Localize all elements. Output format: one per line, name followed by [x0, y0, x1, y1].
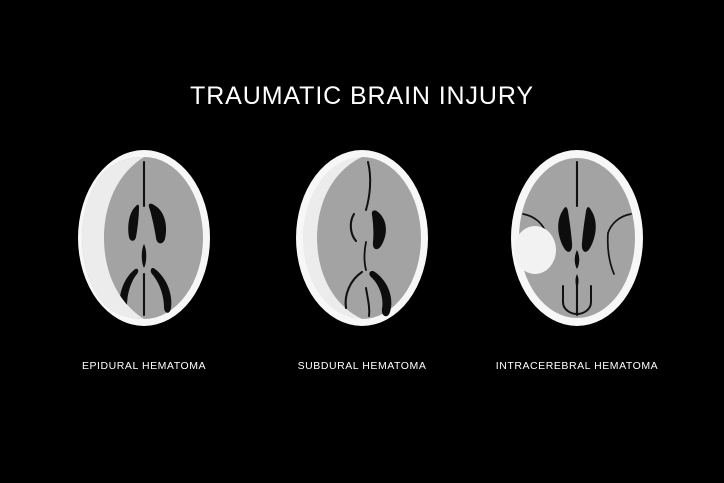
hematoma-epidural — [82, 157, 144, 319]
panel-subdural: SUBDURAL HEMATOMA — [262, 138, 462, 388]
ventricle-frontal-horn-left-compressed — [349, 212, 358, 243]
ventricle-frontal-horn-right — [581, 207, 596, 252]
ventricle-third — [141, 244, 147, 268]
ventricle-occipital-horn-left-compressed — [344, 270, 364, 310]
panel-label-epidural: EPIDURAL HEMATOMA — [81, 360, 207, 372]
brain-tissue — [519, 158, 635, 318]
panel-epidural: EPIDURAL HEMATOMA — [44, 138, 244, 388]
brain-scan-subdural — [296, 150, 428, 326]
panel-intracerebral: INTRACEREBRAL HEMATOMA — [477, 138, 677, 388]
ventricle-occipital-horn-right — [150, 267, 172, 313]
hematoma-subdural — [303, 157, 362, 319]
ventricle-occipital-horn-right — [369, 270, 392, 317]
hematoma-intracerebral — [514, 226, 556, 274]
panel-label-intracerebral: INTRACEREBRAL HEMATOMA — [495, 360, 659, 372]
ventricle-frontal-horn-right — [371, 210, 386, 250]
brainstem-outline — [562, 285, 592, 316]
page-title: TRAUMATIC BRAIN INJURY — [190, 82, 534, 110]
panel-label-subdural: SUBDURAL HEMATOMA — [297, 360, 427, 372]
ventricle-occipital-horn-left — [119, 268, 139, 312]
midline-falx-lower — [365, 287, 371, 317]
midline-falx-mid — [363, 241, 367, 271]
ventricle-third — [574, 250, 580, 269]
brain-scan-intracerebral — [511, 150, 643, 326]
sulcus-line-right-inner — [606, 232, 615, 275]
brain-scan-epidural — [78, 150, 210, 326]
ventricle-frontal-horn-left — [128, 204, 139, 241]
midline-falx-upper — [365, 161, 372, 211]
ventricle-third-lower — [575, 274, 579, 288]
brain-tissue — [82, 157, 203, 319]
brain-tissue — [317, 157, 421, 319]
ventricle-frontal-horn-left — [558, 207, 573, 252]
sulcus-line-right-outer — [607, 213, 632, 234]
ventricle-frontal-horn-right — [148, 203, 167, 244]
